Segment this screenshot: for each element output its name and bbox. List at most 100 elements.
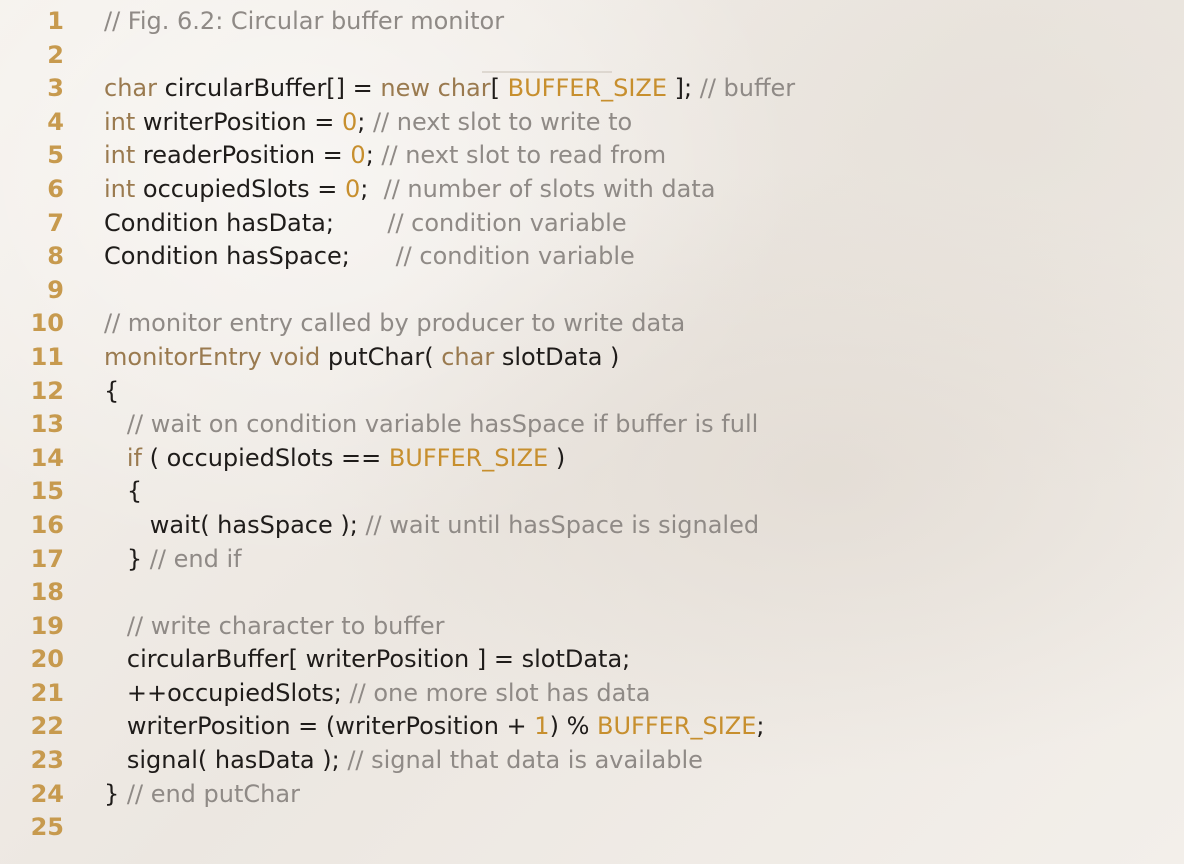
code-line: 13 // wait on condition variable hasSpac… bbox=[0, 408, 1184, 442]
code-number: 0 bbox=[344, 174, 361, 203]
code-line: 22 writerPosition = (writerPosition + 1)… bbox=[0, 710, 1184, 744]
code-token: wait( hasSpace ); bbox=[104, 510, 366, 539]
code-token: } bbox=[104, 779, 127, 808]
code-token: ]; bbox=[667, 74, 700, 103]
code-text: writerPosition = (writerPosition + 1) % … bbox=[104, 710, 765, 744]
code-token bbox=[104, 444, 127, 472]
code-token: Condition hasData; bbox=[104, 208, 388, 237]
code-line: 20 circularBuffer[ writerPosition ] = sl… bbox=[0, 643, 1184, 677]
code-line: 4 int writerPosition = 0; // next slot to… bbox=[0, 106, 1184, 140]
code-text: { bbox=[104, 475, 142, 509]
code-token: { bbox=[104, 477, 143, 506]
code-line: 23 signal( hasData ); // signal that dat… bbox=[0, 744, 1184, 778]
code-keyword: char bbox=[104, 74, 157, 103]
code-comment: // write character to buffer bbox=[126, 611, 445, 640]
code-token: writerPosition = (writerPosition + bbox=[104, 712, 535, 741]
code-keyword: if bbox=[126, 443, 143, 472]
line-number: 8 bbox=[47, 242, 64, 271]
code-token bbox=[104, 612, 127, 640]
code-text: char circularBuffer[] = new char[ BUFFER… bbox=[104, 72, 795, 106]
line-number: 4 bbox=[47, 107, 64, 136]
code-line: 12 { bbox=[0, 375, 1184, 409]
code-comment: // buffer bbox=[699, 74, 796, 103]
code-token: Condition hasSpace; bbox=[104, 242, 396, 271]
code-text: // wait on condition variable hasSpace i… bbox=[104, 408, 758, 442]
line-number: 19 bbox=[30, 611, 64, 640]
code-token: ) % bbox=[549, 712, 598, 741]
line-number: 13 bbox=[30, 410, 64, 439]
code-line: 24} // end putChar bbox=[0, 778, 1184, 812]
code-line: 9 bbox=[0, 274, 1184, 308]
code-line: 11 monitorEntry void putChar( char slotDa… bbox=[0, 341, 1184, 375]
line-number: 16 bbox=[30, 510, 64, 539]
line-number: 2 bbox=[47, 40, 64, 69]
code-text: int writerPosition = 0; // next slot to … bbox=[104, 106, 632, 140]
code-line: 25 bbox=[0, 811, 1184, 845]
code-line: 18 bbox=[0, 576, 1184, 610]
line-number: 9 bbox=[47, 275, 64, 304]
code-keyword: new char bbox=[380, 74, 491, 103]
code-number: 0 bbox=[350, 141, 366, 170]
code-line: 7 Condition hasData; // condition variabl… bbox=[0, 207, 1184, 241]
code-text: Condition hasSpace; // condition variabl… bbox=[104, 240, 635, 274]
code-comment: // end if bbox=[149, 544, 242, 573]
code-token: slotData ) bbox=[494, 342, 620, 371]
code-text: circularBuffer[ writerPosition ] = slotD… bbox=[104, 643, 630, 677]
code-keyword: int bbox=[104, 174, 136, 203]
code-comment: // number of slots with data bbox=[383, 174, 716, 203]
code-comment: // one more slot has data bbox=[349, 678, 651, 707]
code-line: 3 char circularBuffer[] = new char[ BUFFE… bbox=[0, 72, 1184, 106]
line-number: 24 bbox=[30, 779, 64, 808]
code-text: // monitor entry called by producer to w… bbox=[104, 307, 685, 341]
code-text: { bbox=[104, 375, 119, 409]
code-line: 1// Fig. 6.2: Circular buffer monitor bbox=[0, 5, 1184, 39]
code-constant: BUFFER_SIZE bbox=[507, 74, 668, 103]
code-token: circularBuffer[ writerPosition ] = slotD… bbox=[104, 645, 631, 674]
code-number: 0 bbox=[341, 107, 358, 136]
code-token: circularBuffer[] = bbox=[156, 74, 381, 103]
line-number: 17 bbox=[30, 544, 64, 573]
code-comment: // Fig. 6.2: Circular buffer monitor bbox=[104, 7, 505, 35]
code-token: } bbox=[104, 544, 150, 573]
code-token bbox=[104, 410, 127, 438]
code-comment: // wait until hasSpace is signaled bbox=[365, 510, 760, 539]
line-number: 22 bbox=[30, 712, 64, 741]
code-text: // Fig. 6.2: Circular buffer monitor bbox=[104, 5, 504, 39]
code-token: ; bbox=[357, 107, 373, 136]
code-line: 17 } // end if bbox=[0, 543, 1184, 577]
faint-rule-decoration bbox=[482, 71, 612, 73]
code-token: ; bbox=[756, 712, 765, 741]
line-number: 12 bbox=[30, 376, 64, 405]
code-line: 2 bbox=[0, 39, 1184, 73]
code-text: monitorEntry void putChar( char slotData… bbox=[104, 341, 619, 375]
line-number: 20 bbox=[30, 645, 64, 674]
code-text: Condition hasData; // condition variable bbox=[104, 207, 627, 241]
code-token: ) bbox=[548, 443, 566, 472]
code-comment: // next slot to write to bbox=[372, 107, 633, 136]
line-number: 23 bbox=[30, 746, 64, 775]
code-token: [ bbox=[490, 74, 508, 103]
code-comment: // next slot to read from bbox=[381, 141, 667, 170]
line-number: 6 bbox=[47, 174, 64, 203]
line-number: 10 bbox=[30, 309, 64, 338]
code-line: 15 { bbox=[0, 475, 1184, 509]
code-token: { bbox=[104, 376, 120, 405]
line-number: 11 bbox=[30, 342, 64, 371]
code-comment: // condition variable bbox=[387, 208, 627, 237]
code-token: writerPosition = bbox=[135, 107, 342, 136]
code-line: 10 // monitor entry called by producer to… bbox=[0, 307, 1184, 341]
line-number: 5 bbox=[47, 141, 64, 170]
line-number: 18 bbox=[30, 578, 64, 607]
code-text: signal( hasData ); // signal that data i… bbox=[104, 744, 703, 778]
code-number: 1 bbox=[534, 712, 550, 741]
line-number: 15 bbox=[30, 477, 64, 506]
line-number: 21 bbox=[30, 678, 64, 707]
code-token: ; bbox=[360, 174, 384, 203]
line-number: 7 bbox=[47, 208, 64, 237]
code-line: 21 ++occupiedSlots; // one more slot has… bbox=[0, 677, 1184, 711]
code-token: readerPosition = bbox=[135, 141, 351, 170]
line-number: 3 bbox=[47, 74, 64, 103]
